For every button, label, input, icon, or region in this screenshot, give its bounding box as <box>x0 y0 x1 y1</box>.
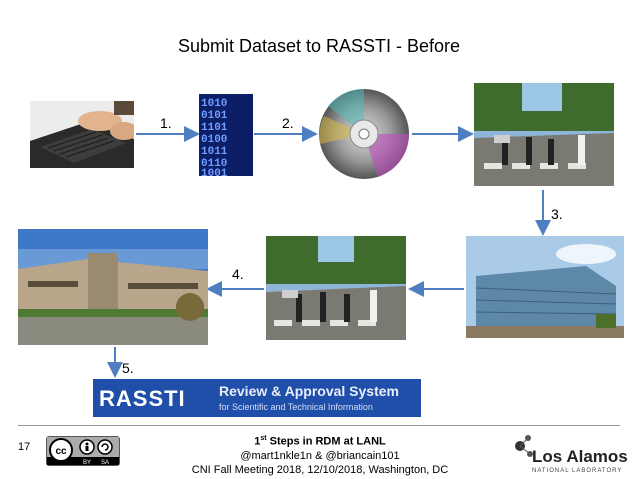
lanl-name: Los Alamos <box>532 447 628 466</box>
cd-disc-image <box>318 88 410 180</box>
license-by-text: BY <box>83 460 91 465</box>
license-sa-text: SA <box>101 460 109 465</box>
laptop-typing-image <box>30 101 134 168</box>
rassti-logo-text: RASSTI <box>99 386 186 412</box>
share-alike-icon <box>98 440 112 454</box>
los-alamos-logo: Los Alamos NATIONAL LABORATORY <box>510 428 630 474</box>
footer-divider <box>18 425 620 426</box>
page-number: 17 <box>18 441 30 453</box>
lab-building-photo <box>18 229 208 345</box>
footer-credits: 1st Steps in RDM at LANL @mart1nkle1n & … <box>150 432 490 477</box>
svg-text:1001: 1001 <box>201 168 228 176</box>
svg-text:1011: 1011 <box>201 146 228 158</box>
svg-text:cc: cc <box>55 446 67 457</box>
svg-text:1010: 1010 <box>201 98 227 110</box>
step-2-label: 2. <box>282 115 294 131</box>
street-crossing-photo-top <box>474 83 614 186</box>
footer-line-2: @mart1nkle1n & @briancain101 <box>150 449 490 463</box>
footer-line-1: 1st Steps in RDM at LANL <box>150 432 490 449</box>
street-crossing-photo-middle <box>266 236 406 340</box>
step-5-label: 5. <box>122 360 134 376</box>
svg-text:1101: 1101 <box>201 122 228 134</box>
step-1-label: 1. <box>160 115 172 131</box>
step-4-label: 4. <box>232 266 244 282</box>
rassti-tagline-1: Review & Approval System <box>219 383 399 399</box>
svg-text:0101: 0101 <box>201 110 228 122</box>
creative-commons-license-badge: cc BY SA <box>46 436 120 466</box>
footer-line-3: CNI Fall Meeting 2018, 12/10/2018, Washi… <box>150 463 490 477</box>
lanl-sub: NATIONAL LABORATORY <box>532 468 622 474</box>
svg-text:0100: 0100 <box>201 134 227 146</box>
step-3-label: 3. <box>551 206 563 222</box>
rassti-tagline-2: for Scientific and Technical Information <box>219 402 373 412</box>
rassti-banner: RASSTI Review & Approval System for Scie… <box>93 379 421 417</box>
modern-building-photo <box>466 236 624 338</box>
